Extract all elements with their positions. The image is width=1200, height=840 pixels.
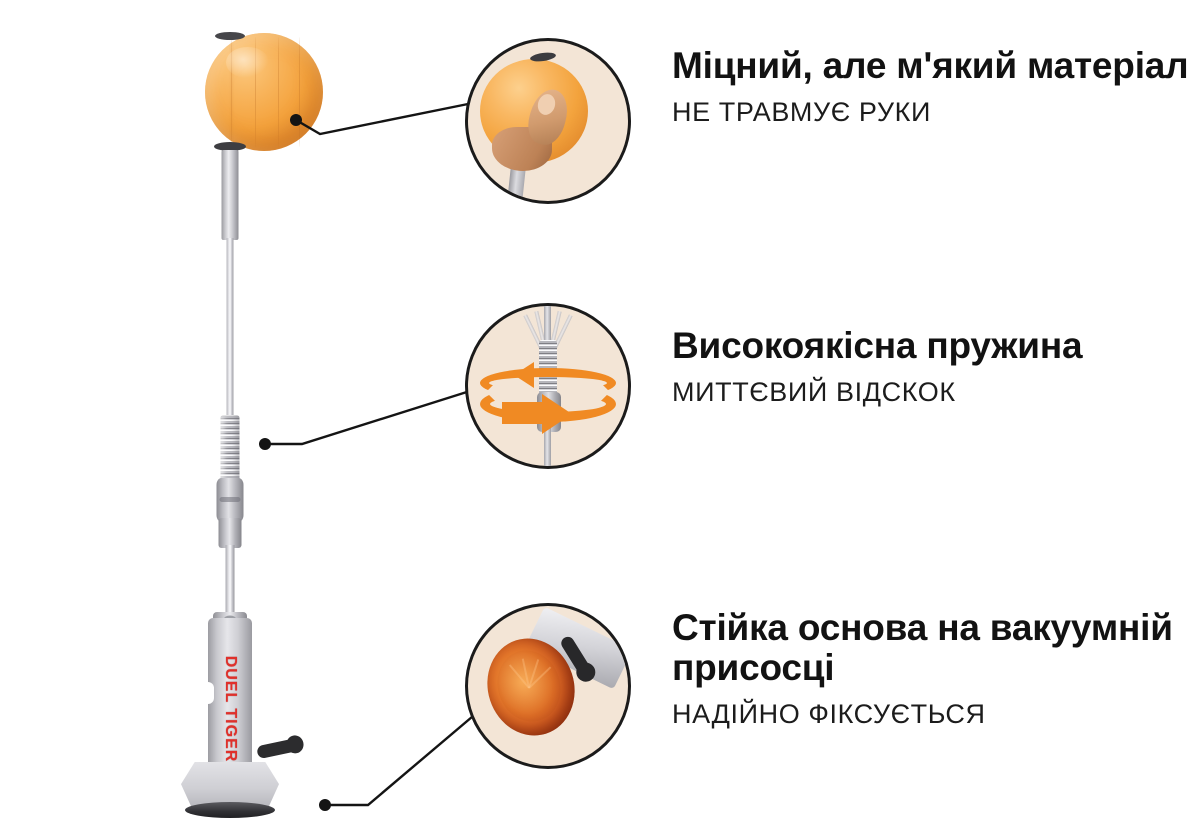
foam-ball [205,33,323,151]
rod-collar [218,518,242,548]
feature-suction: Стійка основа на вакуумній присосці НАДІ… [672,608,1192,730]
ball-seam [278,36,280,148]
ball-cap-bottom [214,142,246,151]
steel-spring [220,415,240,481]
product-illustration: DUEL TIGER [0,0,460,840]
callout-ball-cap [529,51,557,63]
rod-upper-tube [221,150,239,240]
feature-material-subtitle: НЕ ТРАВМУЄ РУКИ [672,96,931,127]
suction-lever [256,737,300,760]
ball-seam [299,36,301,148]
feature-suction-subtitle: НАДІЙНО ФІКСУЄТЬСЯ [672,698,986,729]
ball-seam [254,36,256,148]
brand-label: DUEL TIGER [222,655,239,763]
rotation-arrow-top [480,368,616,398]
feature-material: Міцний, але м'який матеріал НЕ ТРАВМУЄ Р… [672,46,1192,128]
feature-suction-title: Стійка основа на вакуумній присосці [672,607,1173,688]
suction-cup-rim [185,802,275,818]
rod-thin-lower [225,545,235,633]
base-notch [207,682,214,704]
feature-spring: Високоякісна пружина МИТТЄВИЙ ВІДСКОК [672,326,1192,408]
ball-cap-top [215,32,245,40]
rotation-arrow-shaft [502,402,554,424]
ball-seam [230,36,232,148]
feature-spring-subtitle: МИТТЄВИЙ ВІДСКОК [672,376,956,407]
spring-joint [216,478,244,522]
callout-material [465,38,631,204]
feature-spring-title: Високоякісна пружина [672,325,1083,366]
rotation-arrowhead-left [514,362,534,388]
callout-rod-upper [544,306,551,354]
rotation-arrowhead-right [542,394,572,434]
ball-highlight [226,47,269,78]
callout-suction [465,603,631,769]
rod-thin-upper [226,238,234,422]
callout-rod-lower [544,428,551,466]
feature-material-title: Міцний, але м'який матеріал [672,45,1189,86]
callout-spring [465,303,631,469]
weighted-base-body [207,618,252,770]
